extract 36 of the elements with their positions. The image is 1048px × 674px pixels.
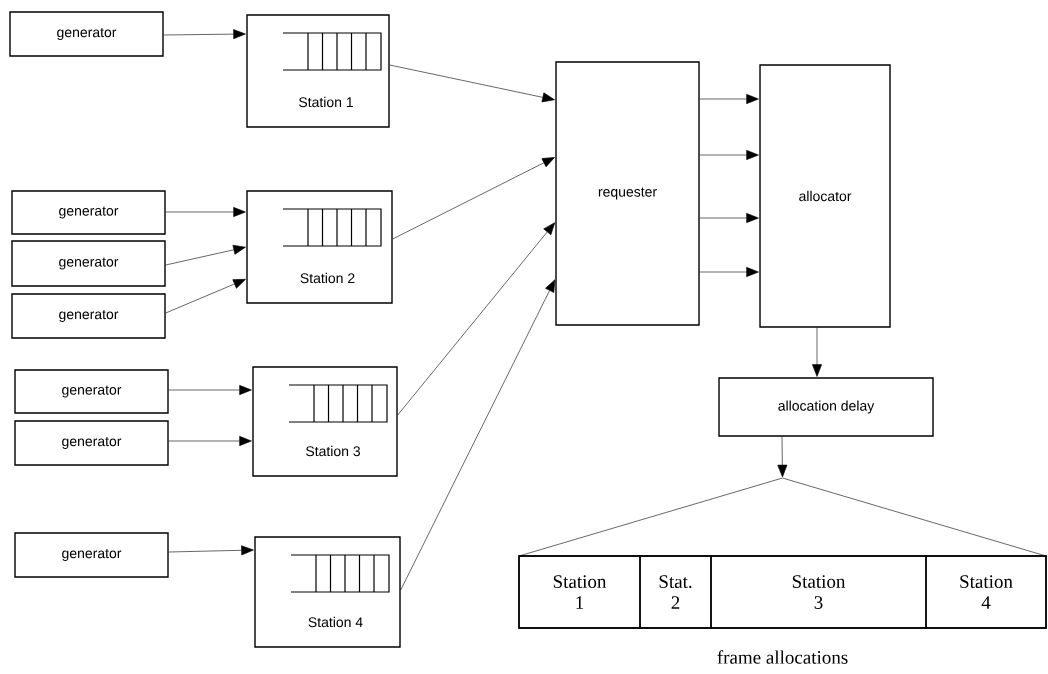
process-box: requester [555, 61, 700, 326]
station-box: Station 3 [252, 366, 398, 477]
arrow [699, 94, 759, 104]
generator-box: generator [14, 369, 169, 414]
generator-box: generator [11, 293, 166, 339]
station-box: Station 1 [246, 14, 390, 128]
delay-box: allocation delay [718, 377, 934, 437]
frame-cell: Stat. 2 [639, 555, 712, 629]
arrow [389, 64, 555, 103]
arrow [168, 545, 254, 556]
arrow [397, 222, 556, 416]
arrow [812, 327, 822, 377]
arrow [777, 436, 788, 478]
process-box: allocator [759, 64, 891, 328]
frame-cell: Station 1 [518, 555, 641, 629]
arrow [165, 279, 246, 314]
arrow [699, 213, 759, 223]
generator-box: generator [14, 532, 169, 578]
generator-box: generator [11, 190, 166, 235]
generator-box: generator [9, 11, 164, 57]
arrow [163, 29, 246, 40]
arrow [165, 244, 246, 266]
frame-cell: Station 3 [710, 555, 927, 629]
generator-box: generator [11, 240, 166, 287]
node-label: frame allocations [717, 650, 848, 664]
arrow [400, 279, 556, 591]
arrow [168, 436, 252, 446]
station-box: Station 2 [246, 190, 393, 304]
arrow [392, 157, 555, 240]
arrow [168, 385, 252, 395]
station-box: Station 4 [254, 536, 401, 648]
arrow [165, 207, 246, 217]
generator-box: generator [14, 420, 169, 466]
frame-cell: Station 4 [925, 555, 1047, 629]
arrow [699, 150, 759, 160]
arrow [699, 267, 759, 277]
